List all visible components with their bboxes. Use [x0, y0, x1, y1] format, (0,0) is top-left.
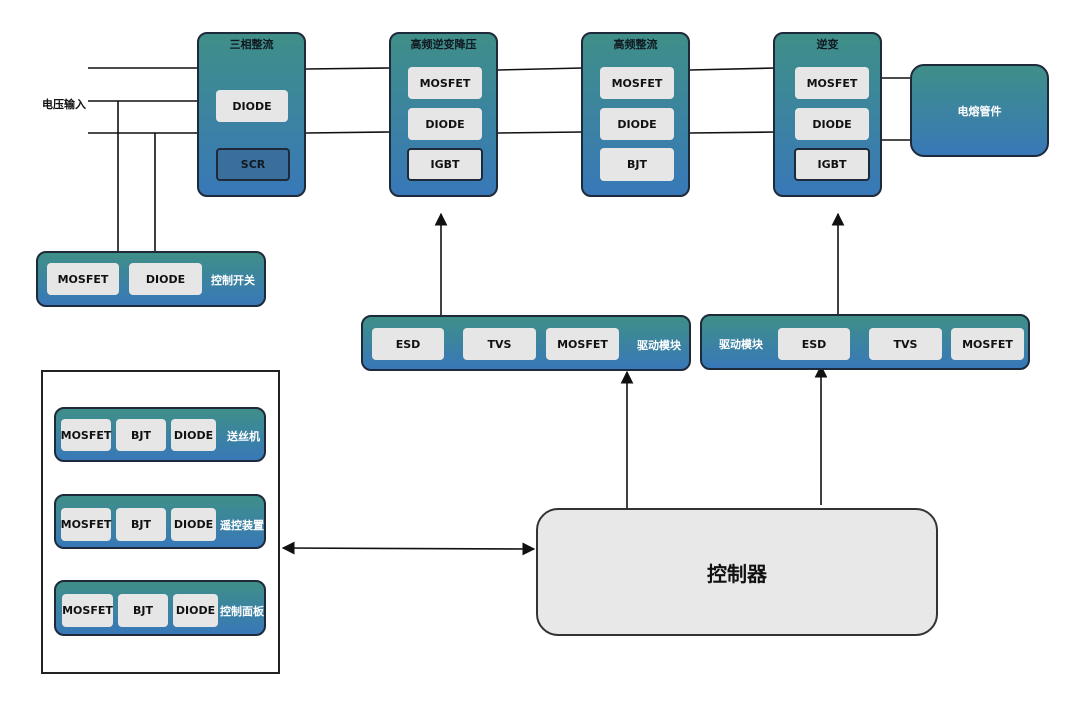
hf-buck-diode-chip: DIODE [408, 108, 482, 140]
control-panel-diode-chip: DIODE [173, 594, 218, 627]
wire-feeder-title: 送丝机 [227, 430, 260, 443]
wire-feeder-bjt-chip: BJT [116, 419, 166, 451]
controller-title: 控制器 [707, 561, 767, 586]
inverter-diode-chip: DIODE [795, 108, 869, 140]
driver-right-block: 驱动模块 ESD TVS MOSFET [700, 314, 1030, 370]
link-rect-buck-1 [305, 67, 391, 70]
inverter-igbt-chip: IGBT [794, 148, 870, 181]
control-panel-bjt-chip: BJT [118, 594, 168, 627]
switch-title: 控制开关 [211, 274, 255, 287]
remote-diode-chip: DIODE [171, 508, 216, 541]
link-hfrect-inv-2 [689, 131, 776, 134]
hf-rect-title: 高频整流 [613, 38, 658, 51]
inverter-mosfet-chip: MOSFET [795, 67, 869, 99]
switch-diode-chip: DIODE [129, 263, 202, 295]
hf-buck-block: 高频逆变降压 MOSFET DIODE IGBT [389, 32, 498, 197]
switch-mosfet-chip: MOSFET [47, 263, 119, 295]
controller-block: 控制器 [536, 508, 938, 636]
driver-left-block: ESD TVS MOSFET 驱动模块 [361, 315, 691, 371]
inverter-block: 逆变 MOSFET DIODE IGBT [773, 32, 882, 197]
hf-rect-block: 高频整流 MOSFET DIODE BJT [581, 32, 690, 197]
rectifier-diode-chip: DIODE [216, 90, 288, 122]
driver-left-mosfet-chip: MOSFET [546, 328, 619, 360]
input-label: 电压输入 [42, 98, 86, 111]
driver-right-esd-chip: ESD [778, 328, 850, 360]
driver-left-title: 驱动模块 [637, 339, 681, 352]
hf-buck-igbt-chip: IGBT [407, 148, 483, 181]
hf-rect-bjt-chip: BJT [600, 148, 674, 181]
link-buck-hfrect-2 [497, 131, 583, 134]
rectifier-scr-chip: SCR [216, 148, 290, 181]
link-rect-buck-2 [305, 131, 391, 134]
hf-buck-title: 高频逆变降压 [410, 38, 477, 51]
wire-feeder-mosfet-chip: MOSFET [61, 419, 111, 451]
peripherals-panel [41, 370, 280, 674]
switch-block: MOSFET DIODE 控制开关 [36, 251, 266, 307]
inverter-title: 逆变 [816, 38, 839, 51]
peripheral-control-panel-block: MOSFET BJT DIODE 控制面板 [54, 580, 266, 636]
arrow-peripherals-controller [281, 541, 536, 556]
peripheral-remote-block: MOSFET BJT DIODE 遥控装置 [54, 494, 266, 549]
wire-feeder-diode-chip: DIODE [171, 419, 216, 451]
link-buck-hfrect-1 [497, 67, 583, 71]
load-block: 电熔管件 [910, 64, 1049, 157]
driver-right-title: 驱动模块 [719, 338, 763, 351]
remote-title: 遥控装置 [220, 519, 264, 532]
remote-bjt-chip: BJT [116, 508, 166, 541]
peripheral-wire-feeder-block: MOSFET BJT DIODE 送丝机 [54, 407, 266, 462]
hf-buck-mosfet-chip: MOSFET [408, 67, 482, 99]
driver-left-tvs-chip: TVS [463, 328, 536, 360]
load-title: 电熔管件 [957, 105, 1002, 118]
driver-right-mosfet-chip: MOSFET [951, 328, 1024, 360]
control-panel-mosfet-chip: MOSFET [62, 594, 113, 627]
hf-rect-mosfet-chip: MOSFET [600, 67, 674, 99]
hf-rect-diode-chip: DIODE [600, 108, 674, 140]
link-hfrect-inv-1 [689, 67, 776, 71]
driver-right-tvs-chip: TVS [869, 328, 942, 360]
rectifier-title: 三相整流 [229, 38, 274, 51]
remote-mosfet-chip: MOSFET [61, 508, 111, 541]
driver-left-esd-chip: ESD [372, 328, 444, 360]
rectifier-block: 三相整流 DIODE SCR [197, 32, 306, 197]
control-panel-title: 控制面板 [220, 605, 264, 618]
